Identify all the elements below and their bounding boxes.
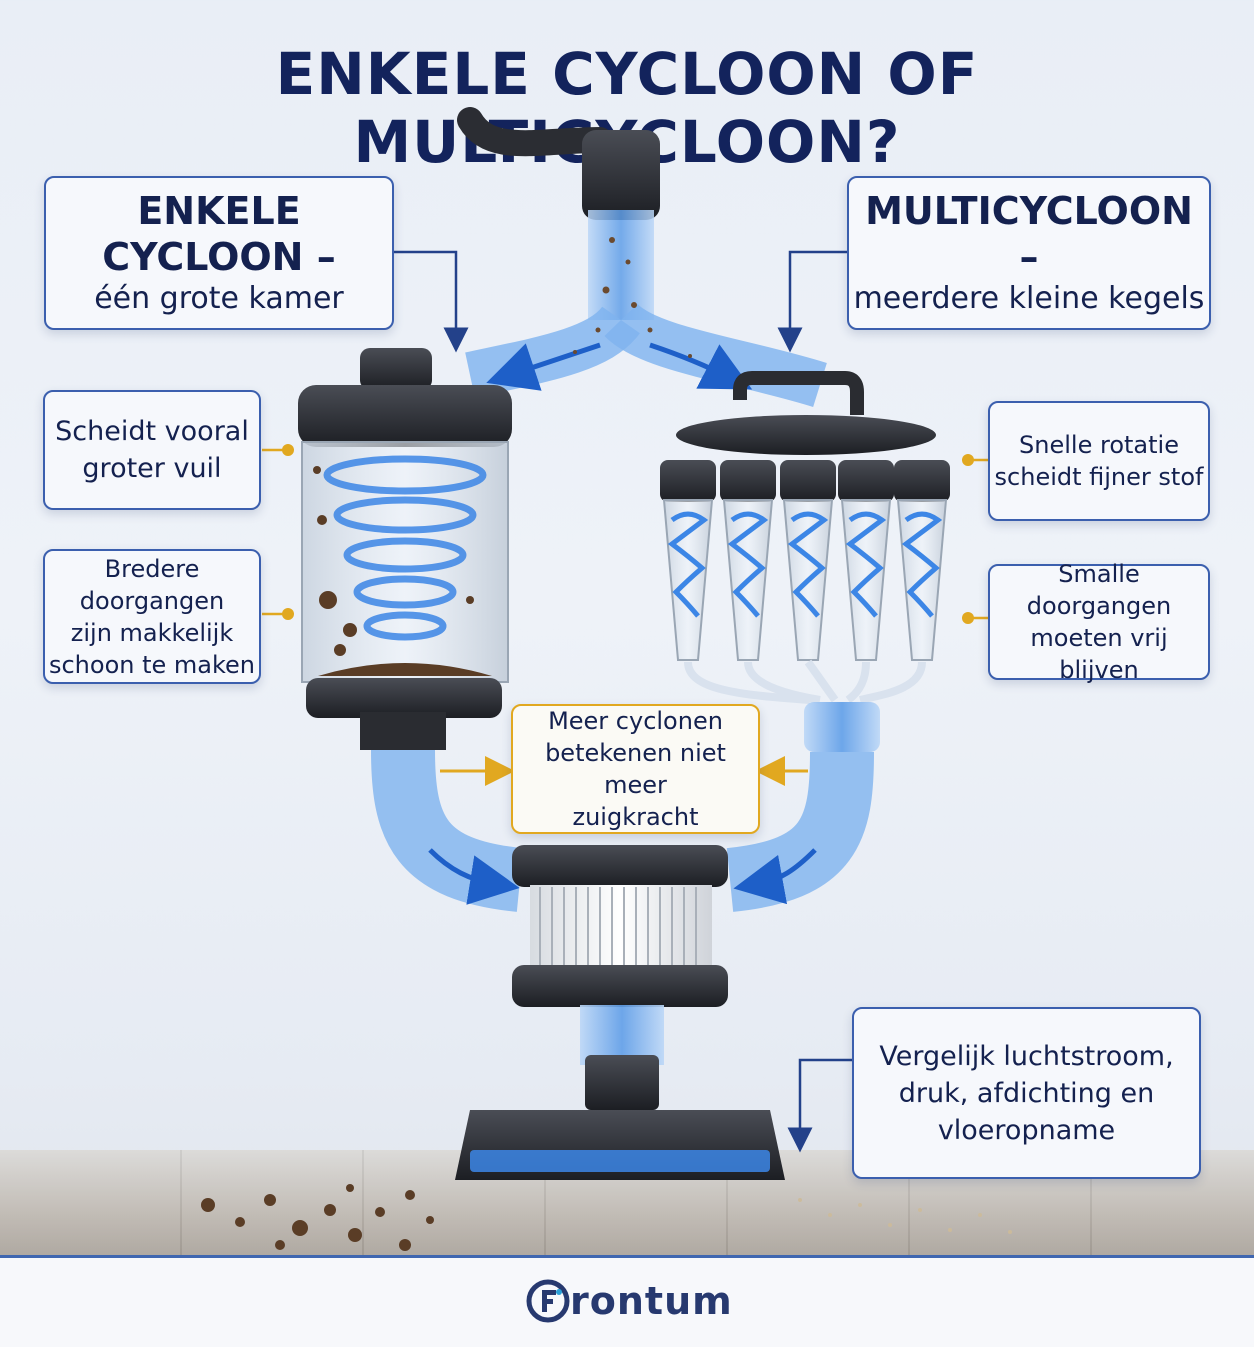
multi-note-2-line2: moeten vrij blijven	[1030, 624, 1168, 684]
bottom-note-line3: vloeropname	[937, 1114, 1116, 1146]
callout-multi-note-1: Snelle rotatie scheidt fijner stof	[988, 401, 1210, 521]
connector-bottom-note	[787, 1058, 852, 1153]
callout-multi-heading: MULTICYCLOON – meerdere kleine kegels	[847, 176, 1211, 330]
callout-multi-note-2: Smalle doorgangen moeten vrij blijven	[988, 560, 1210, 684]
floor-dirt	[201, 1184, 434, 1251]
footer-bar	[0, 1255, 1254, 1347]
multi-cones	[660, 460, 950, 661]
single-note-1-line2: groter vuil	[82, 453, 222, 484]
multi-heading-line2: meerdere kleine kegels	[853, 281, 1205, 316]
inlet-dust	[573, 237, 692, 358]
multi-note-2-line1: Smalle doorgangen	[1026, 560, 1172, 620]
single-note-2-line2: zijn makkelijk	[70, 618, 234, 647]
center-note-line2: betekenen niet meer	[545, 739, 726, 799]
single-vortex	[323, 455, 487, 641]
airflow-arrow-lower-right	[733, 848, 817, 905]
stem-neck	[585, 1055, 659, 1110]
dot-multi-note-2	[962, 612, 974, 624]
single-heading-line1: ENKELE CYCLOON –	[102, 189, 336, 279]
logo-text: rontum	[570, 1279, 733, 1323]
callout-bottom-note: Vergelijk luchtstroom, druk, afdichting …	[852, 1007, 1201, 1179]
single-note-2-line3: schoon te maken	[48, 650, 256, 679]
multi-note-1-line1: Snelle rotatie	[1019, 431, 1179, 459]
airflow-arrow-left	[486, 342, 601, 391]
floor-head-brushroll	[470, 1150, 770, 1172]
inlet-pipe	[588, 210, 654, 320]
callout-single-note-2: Bredere doorgangen zijn makkelijk schoon…	[43, 549, 261, 684]
center-note-line3: zuigkracht	[572, 803, 699, 831]
dot-single-note-1	[282, 444, 294, 456]
connector-multi-heading	[777, 250, 848, 353]
cyclone-illustration	[201, 107, 1012, 1251]
center-note-line1: Meer cyclonen	[548, 707, 723, 735]
multi-cyclone-unit	[660, 371, 950, 752]
dot-multi-note-1	[962, 454, 974, 466]
single-note-1-line1: Scheidt vooral	[55, 416, 249, 447]
single-heading-line2: één grote kamer	[94, 281, 344, 316]
single-note-2-line1: Bredere doorgangen	[79, 554, 225, 615]
airflow-arrow-right	[649, 342, 753, 390]
single-cyclone-canister	[298, 348, 512, 750]
connector-single-heading	[394, 250, 469, 353]
airflow-arrow-lower-left	[428, 848, 520, 905]
frontum-logo-icon	[526, 1279, 570, 1323]
hose-elbow	[582, 130, 660, 220]
callout-single-note-1: Scheidt vooral groter vuil	[43, 390, 261, 510]
hose	[457, 107, 613, 157]
callout-center-note: Meer cyclonen betekenen niet meer zuigkr…	[511, 704, 760, 834]
dot-single-note-2	[282, 608, 294, 620]
hepa-filter	[512, 845, 728, 1007]
frontum-logo: rontum	[526, 1276, 733, 1326]
multi-heading-line1: MULTICYCLOON –	[865, 189, 1193, 279]
callout-single-heading: ENKELE CYCLOON – één grote kamer	[44, 176, 394, 330]
multi-note-1-line2: scheidt fijner stof	[994, 463, 1204, 491]
bottom-note-line2: druk, afdichting en	[898, 1077, 1155, 1109]
bottom-note-line1: Vergelijk luchtstroom,	[879, 1040, 1174, 1072]
floor-fine-dust	[798, 1198, 1012, 1234]
